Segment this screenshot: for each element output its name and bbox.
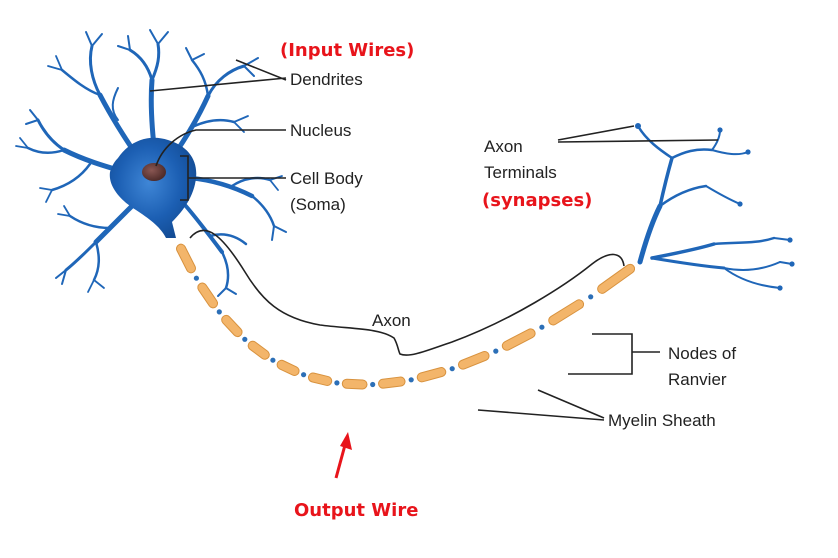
nodes-of-ranvier-label-line1: Nodes of (668, 344, 736, 363)
myelin-segment (247, 340, 270, 360)
synapses-label: (synapses) (482, 190, 592, 211)
node-of-ranvier (270, 357, 276, 363)
myelinated-axon (176, 243, 636, 390)
myelin-segment (176, 243, 196, 274)
node-of-ranvier (493, 348, 499, 354)
myelin-segment (416, 367, 447, 383)
dendrites (15, 29, 287, 297)
node-of-ranvier (408, 377, 414, 383)
node-of-ranvier (588, 294, 594, 300)
node-of-ranvier (539, 324, 545, 330)
dendrites-label: Dendrites (290, 70, 363, 89)
nodes-of-ranvier-label-line2: Ranvier (668, 370, 727, 389)
myelin-sheath-label: Myelin Sheath (608, 411, 716, 430)
nucleus-label: Nucleus (290, 121, 351, 140)
node-of-ranvier (370, 381, 376, 388)
myelin-segment (308, 372, 333, 386)
output-arrow (334, 432, 352, 479)
node-of-ranvier (334, 380, 340, 386)
myelin-segment (501, 328, 536, 351)
output-wire-label: Output Wire (294, 500, 418, 521)
axon-terminals-label-line2: Terminals (484, 163, 557, 182)
nucleus-shape (142, 163, 166, 181)
myelin-segment (457, 350, 490, 370)
myelin-segment (276, 359, 300, 376)
soma-label: (Soma) (290, 195, 346, 214)
myelin-segment (597, 263, 636, 294)
myelin-segment (548, 299, 585, 326)
myelin-segment (221, 314, 243, 338)
cell-body-label: Cell Body (290, 169, 363, 188)
node-of-ranvier (449, 366, 455, 372)
node-of-ranvier (301, 372, 307, 378)
myelin-segment (197, 282, 219, 309)
node-of-ranvier (216, 309, 222, 315)
node-of-ranvier (242, 336, 248, 342)
axon-terminals (635, 123, 795, 291)
axon-label: Axon (372, 311, 411, 330)
myelin-segment (378, 376, 406, 389)
cell-body (109, 137, 197, 238)
leader-lines (149, 59, 719, 421)
axon-terminals-label-line1: Axon (484, 137, 523, 156)
input-wires-label: (Input Wires) (280, 40, 414, 61)
myelin-segment (341, 378, 368, 390)
node-of-ranvier (193, 275, 199, 281)
